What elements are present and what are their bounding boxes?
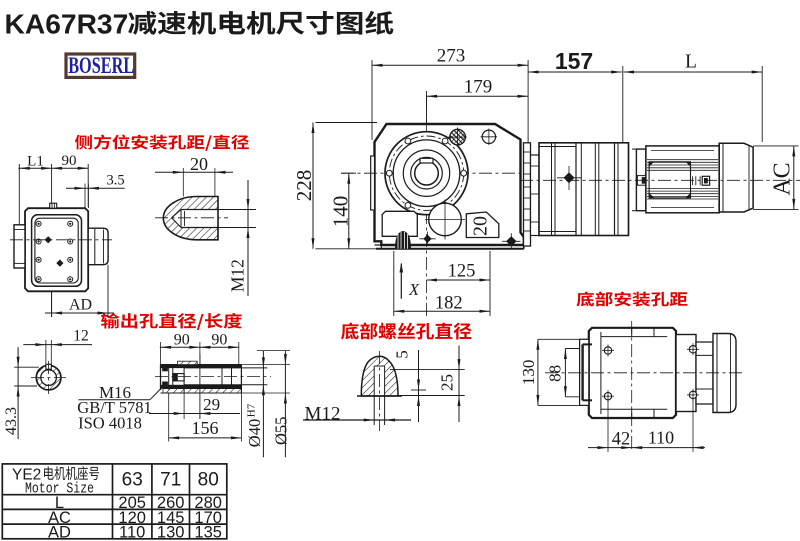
svg-text:110: 110 — [648, 428, 674, 448]
svg-text:63: 63 — [122, 470, 143, 491]
svg-text:157: 157 — [555, 48, 593, 74]
svg-text:20: 20 — [470, 216, 492, 236]
svg-text:80: 80 — [198, 470, 219, 491]
svg-text:42: 42 — [612, 430, 631, 450]
svg-text:L: L — [685, 52, 697, 73]
svg-text:120: 120 — [118, 509, 146, 527]
svg-text:GB/T 5781: GB/T 5781 — [77, 398, 151, 417]
svg-text:205: 205 — [118, 494, 146, 512]
svg-text:L1: L1 — [27, 154, 44, 170]
svg-text:ISO 4018: ISO 4018 — [78, 414, 142, 433]
svg-text:29: 29 — [203, 395, 220, 414]
svg-text:Ø55: Ø55 — [272, 417, 291, 445]
svg-text:71: 71 — [160, 470, 181, 491]
svg-text:90: 90 — [62, 153, 77, 169]
svg-text:H7: H7 — [246, 403, 258, 417]
svg-text:228: 228 — [292, 170, 316, 202]
svg-text:KA67R37: KA67R37 — [5, 8, 129, 40]
svg-text:130: 130 — [157, 523, 185, 541]
svg-text:125: 125 — [448, 262, 476, 282]
svg-text:280: 280 — [194, 494, 222, 512]
svg-text:Ø40: Ø40 — [245, 419, 264, 447]
svg-text:179: 179 — [464, 77, 493, 98]
svg-text:5: 5 — [393, 350, 412, 359]
svg-text:AC: AC — [770, 162, 796, 195]
svg-text:M12: M12 — [305, 404, 341, 425]
svg-text:130: 130 — [519, 360, 538, 386]
svg-text:M12: M12 — [228, 259, 248, 292]
svg-text:88: 88 — [545, 365, 564, 382]
svg-text:3.5: 3.5 — [106, 173, 124, 189]
svg-text:273: 273 — [437, 46, 466, 67]
svg-text:X: X — [408, 280, 420, 299]
svg-text:135: 135 — [194, 523, 222, 541]
svg-text:25: 25 — [438, 374, 457, 391]
svg-text:12: 12 — [73, 328, 89, 345]
svg-text:182: 182 — [435, 294, 463, 314]
svg-text:Motor Size: Motor Size — [25, 482, 94, 498]
svg-text:YE2: YE2 — [12, 467, 41, 484]
svg-text:156: 156 — [192, 418, 219, 438]
svg-text:260: 260 — [157, 494, 185, 512]
svg-text:20: 20 — [190, 154, 208, 174]
svg-text:110: 110 — [119, 523, 145, 541]
svg-text:90: 90 — [174, 332, 190, 349]
svg-text:L: L — [55, 494, 64, 512]
svg-text:AD: AD — [48, 523, 71, 541]
svg-text:140: 140 — [329, 196, 353, 228]
svg-text:170: 170 — [194, 509, 222, 527]
svg-text:AD: AD — [69, 297, 92, 314]
svg-text:90: 90 — [211, 332, 227, 349]
svg-text:145: 145 — [157, 509, 185, 527]
svg-text:BOSERL: BOSERL — [68, 53, 134, 79]
svg-text:43.3: 43.3 — [3, 407, 20, 435]
svg-text:AC: AC — [48, 509, 71, 527]
svg-text:M16: M16 — [99, 383, 131, 402]
